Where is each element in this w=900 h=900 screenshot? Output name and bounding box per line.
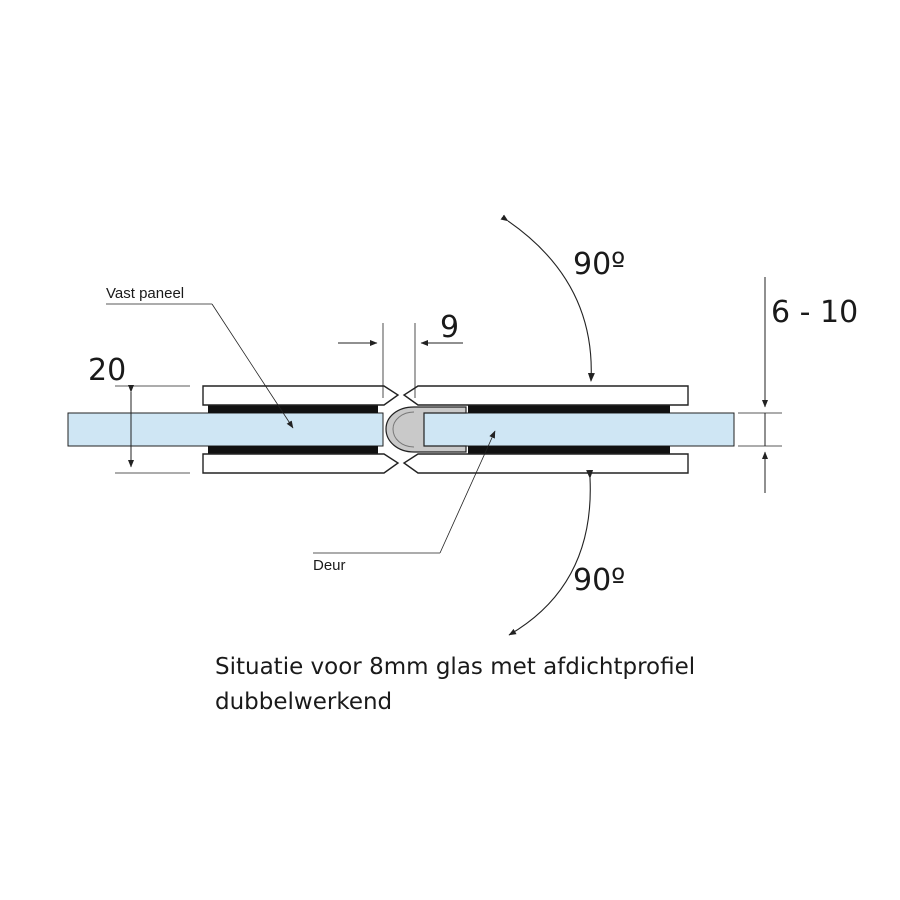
gasket-bottom-right [468,446,670,454]
door-leader [439,430,496,554]
swing-arc-bottom [508,469,594,636]
clamp-plate-top-left [202,385,400,406]
gasket-top-right [468,405,670,413]
angle-top-label: 90º [573,247,625,282]
fixed-panel-leader [211,303,294,429]
dimension-glass-thickness-label: 6 - 10 [771,295,858,330]
dimension-20-label: 20 [88,353,126,388]
door-label: Deur [313,557,346,574]
clamp-plate-bottom-right [402,453,689,474]
gasket-top-left [208,405,378,413]
fixed-panel-label: Vast paneel [106,285,184,302]
caption-line-2: dubbelwerkend [215,689,392,715]
dimension-9-label: 9 [440,310,459,345]
swing-arc-top [500,214,595,382]
caption-line-1: Situatie voor 8mm glas met afdichtprofie… [215,654,695,680]
angle-bottom-label: 90º [573,563,625,598]
clamp-plate-top-right [402,385,689,406]
seal-profile [385,406,467,453]
fixed-panel-glass [67,412,384,447]
door-glass [421,412,735,447]
seal-profile-inner [392,411,415,448]
clamp-plate-bottom-left [202,453,400,474]
gasket-bottom-left [208,446,378,454]
